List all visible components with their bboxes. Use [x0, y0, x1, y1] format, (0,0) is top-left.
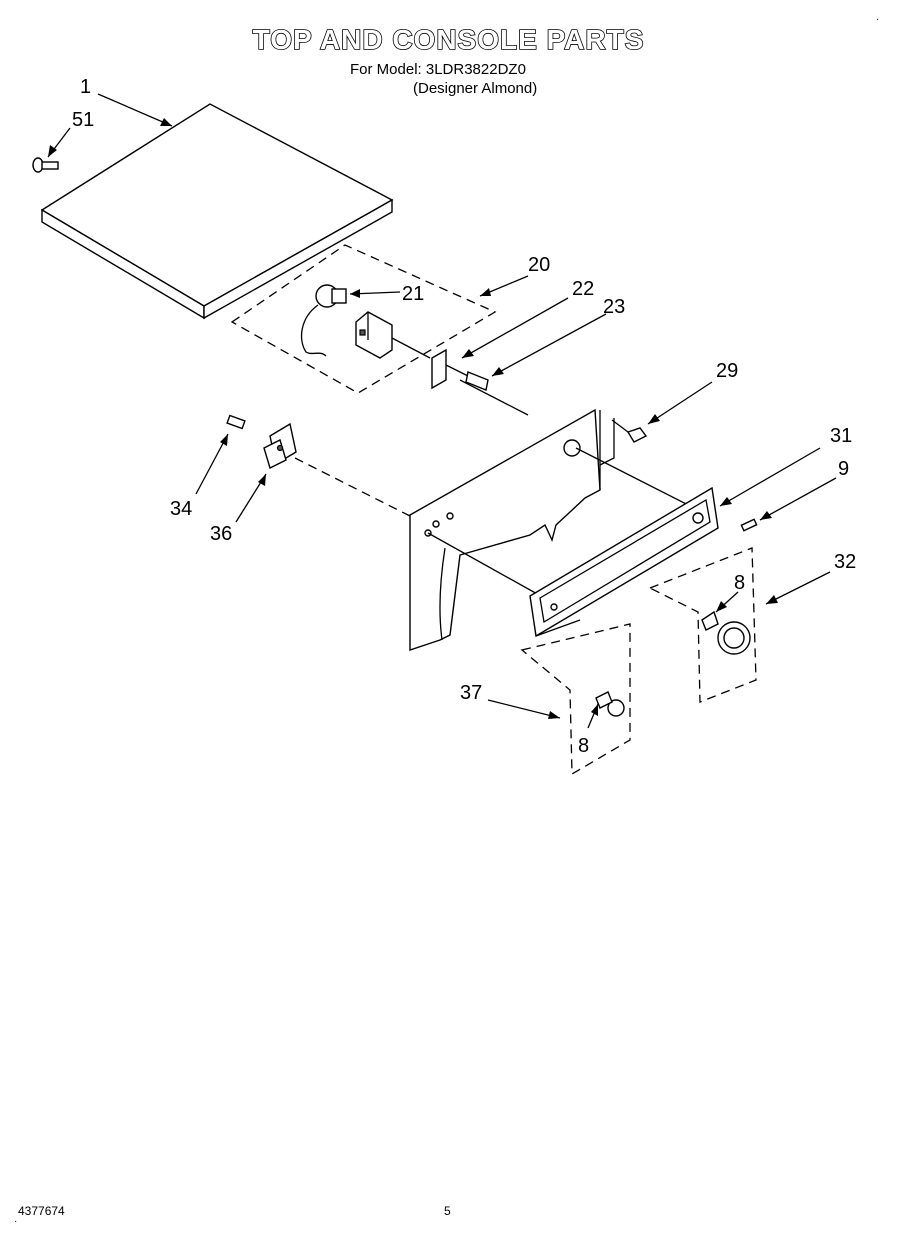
leader-lines	[47, 93, 837, 729]
callout-1: 1	[80, 76, 91, 98]
callout-22: 22	[572, 278, 594, 300]
hinge-part	[263, 422, 297, 469]
callout-51: 51	[72, 109, 94, 131]
model-line: For Model: 3LDR3822DZ0	[350, 61, 526, 78]
hinge-guide-line	[294, 457, 411, 517]
knob-part	[701, 610, 751, 655]
callout-21: 21	[402, 283, 424, 305]
callout-34: 34	[170, 498, 192, 520]
timer-motor-part	[300, 284, 347, 357]
corner-mark-bottom-left: ·	[14, 1216, 18, 1227]
callout-9: 9	[838, 458, 849, 480]
page-title: TOP AND CONSOLE PARTS	[252, 23, 645, 56]
console-panel-part	[409, 408, 601, 651]
timer-assembly-dashed-outline	[230, 244, 497, 394]
screw-guide	[599, 418, 615, 466]
timer-part	[355, 311, 431, 359]
lower-knob-part	[595, 691, 625, 717]
callout-8-upper: 8	[734, 572, 745, 594]
color-line: (Designer Almond)	[413, 80, 538, 97]
lower-knob-dashed-outline	[520, 623, 631, 776]
screw-part-51	[32, 157, 59, 173]
callout-20: 20	[528, 254, 550, 276]
console-guide-line	[575, 447, 703, 513]
screw-part-9	[740, 518, 758, 532]
console-screw-part	[611, 419, 648, 443]
timer-bracket-part	[431, 348, 489, 391]
callout-32: 32	[834, 551, 856, 573]
knob-group-dashed-outline	[648, 547, 757, 703]
panel-edge-line	[535, 619, 581, 637]
page-number: 5	[444, 1204, 451, 1218]
top-panel-part	[40, 103, 394, 320]
document-number: 4377674	[18, 1204, 65, 1218]
callout-36: 36	[210, 523, 232, 545]
corner-mark-top-right: ·	[876, 14, 880, 25]
console-guide-line-lower	[427, 532, 549, 601]
screw-part-34	[226, 414, 246, 430]
timer-shaft-leader	[459, 379, 529, 416]
console-graphic-panel	[529, 486, 719, 638]
callout-8-lower: 8	[578, 735, 589, 757]
callout-23: 23	[603, 296, 625, 318]
callout-29: 29	[716, 360, 738, 382]
callout-37: 37	[460, 682, 482, 704]
callout-31: 31	[830, 425, 852, 447]
